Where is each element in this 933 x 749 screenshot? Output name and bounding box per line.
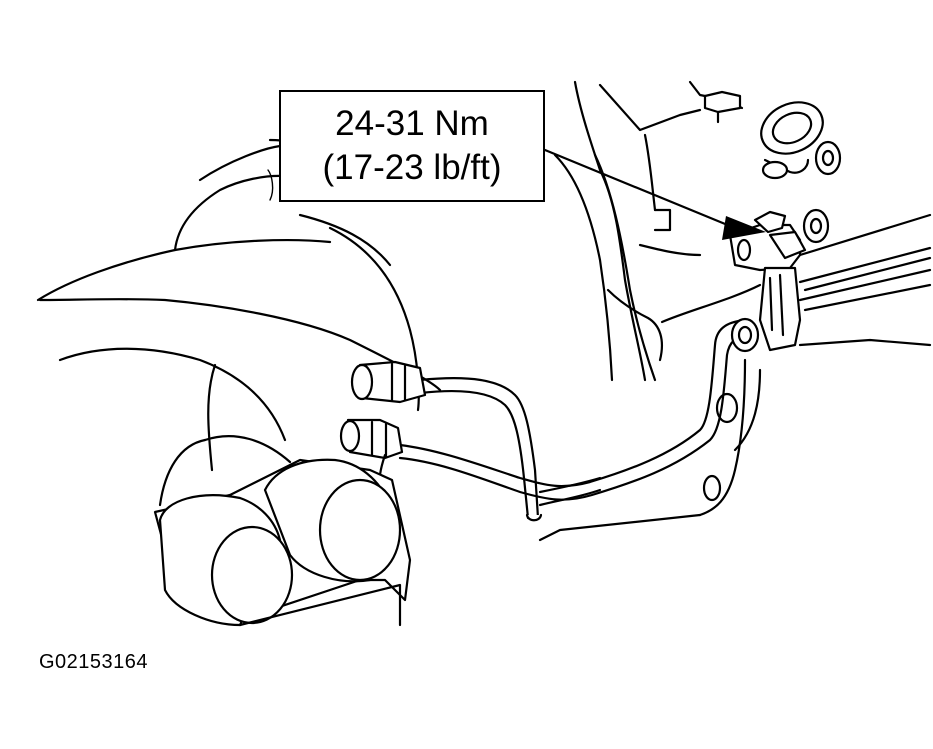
lower-bosses: [153, 458, 412, 627]
line-fittings: [339, 360, 427, 492]
torque-pointer-arrow: [543, 148, 766, 240]
cooler-lines: [398, 246, 932, 522]
bell-housing: [36, 138, 442, 507]
torque-spec-callout: 24-31 Nm (17-23 lb/ft): [279, 90, 545, 202]
torque-metric-label: 24-31 Nm: [335, 104, 489, 143]
transmission-case: [538, 80, 932, 542]
upper-right-fittings: [760, 101, 842, 244]
torque-imperial-label: (17-23 lb/ft): [322, 148, 502, 187]
figure-id-label: G02153164: [39, 651, 149, 673]
line-bracket: [728, 210, 807, 352]
